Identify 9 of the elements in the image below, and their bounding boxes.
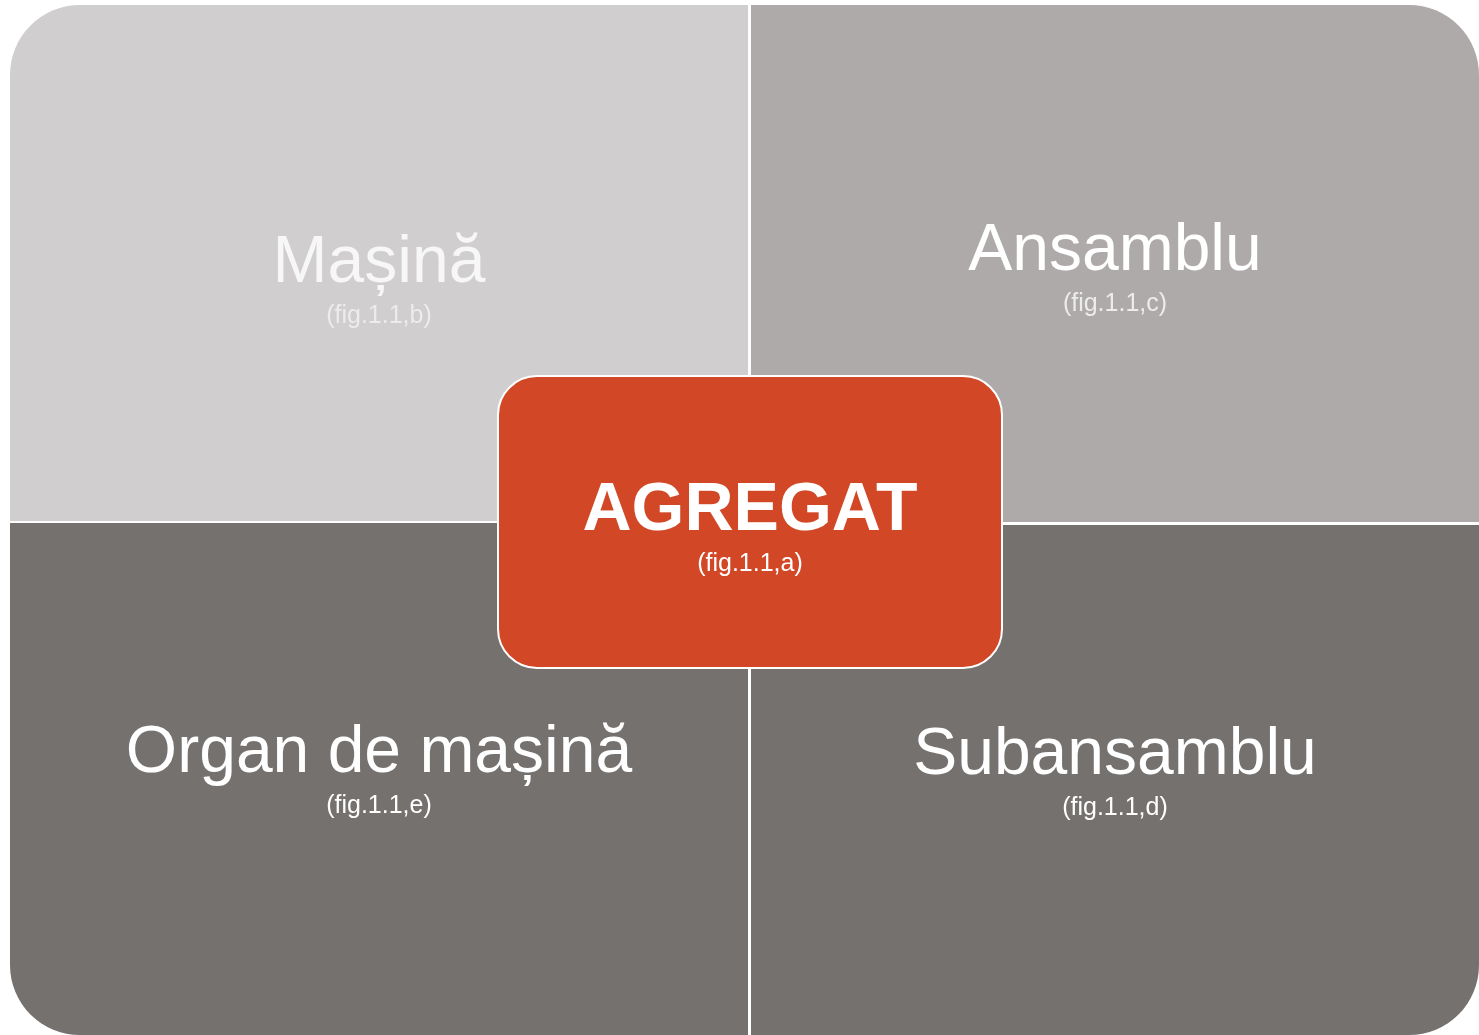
figure-reference: (fig.1.1,e) bbox=[326, 788, 432, 820]
node-title: AGREGAT bbox=[582, 469, 918, 544]
figure-reference: (fig.1.1,a) bbox=[697, 546, 803, 578]
figure-reference: (fig.1.1,c) bbox=[1062, 286, 1168, 318]
node-title: Organ de mașină bbox=[125, 713, 633, 786]
node-title: Ansamblu bbox=[968, 211, 1262, 284]
figure-reference: (fig.1.1,d) bbox=[1062, 790, 1168, 822]
center-box bbox=[497, 375, 1003, 669]
node-title: Subansamblu bbox=[913, 715, 1317, 788]
